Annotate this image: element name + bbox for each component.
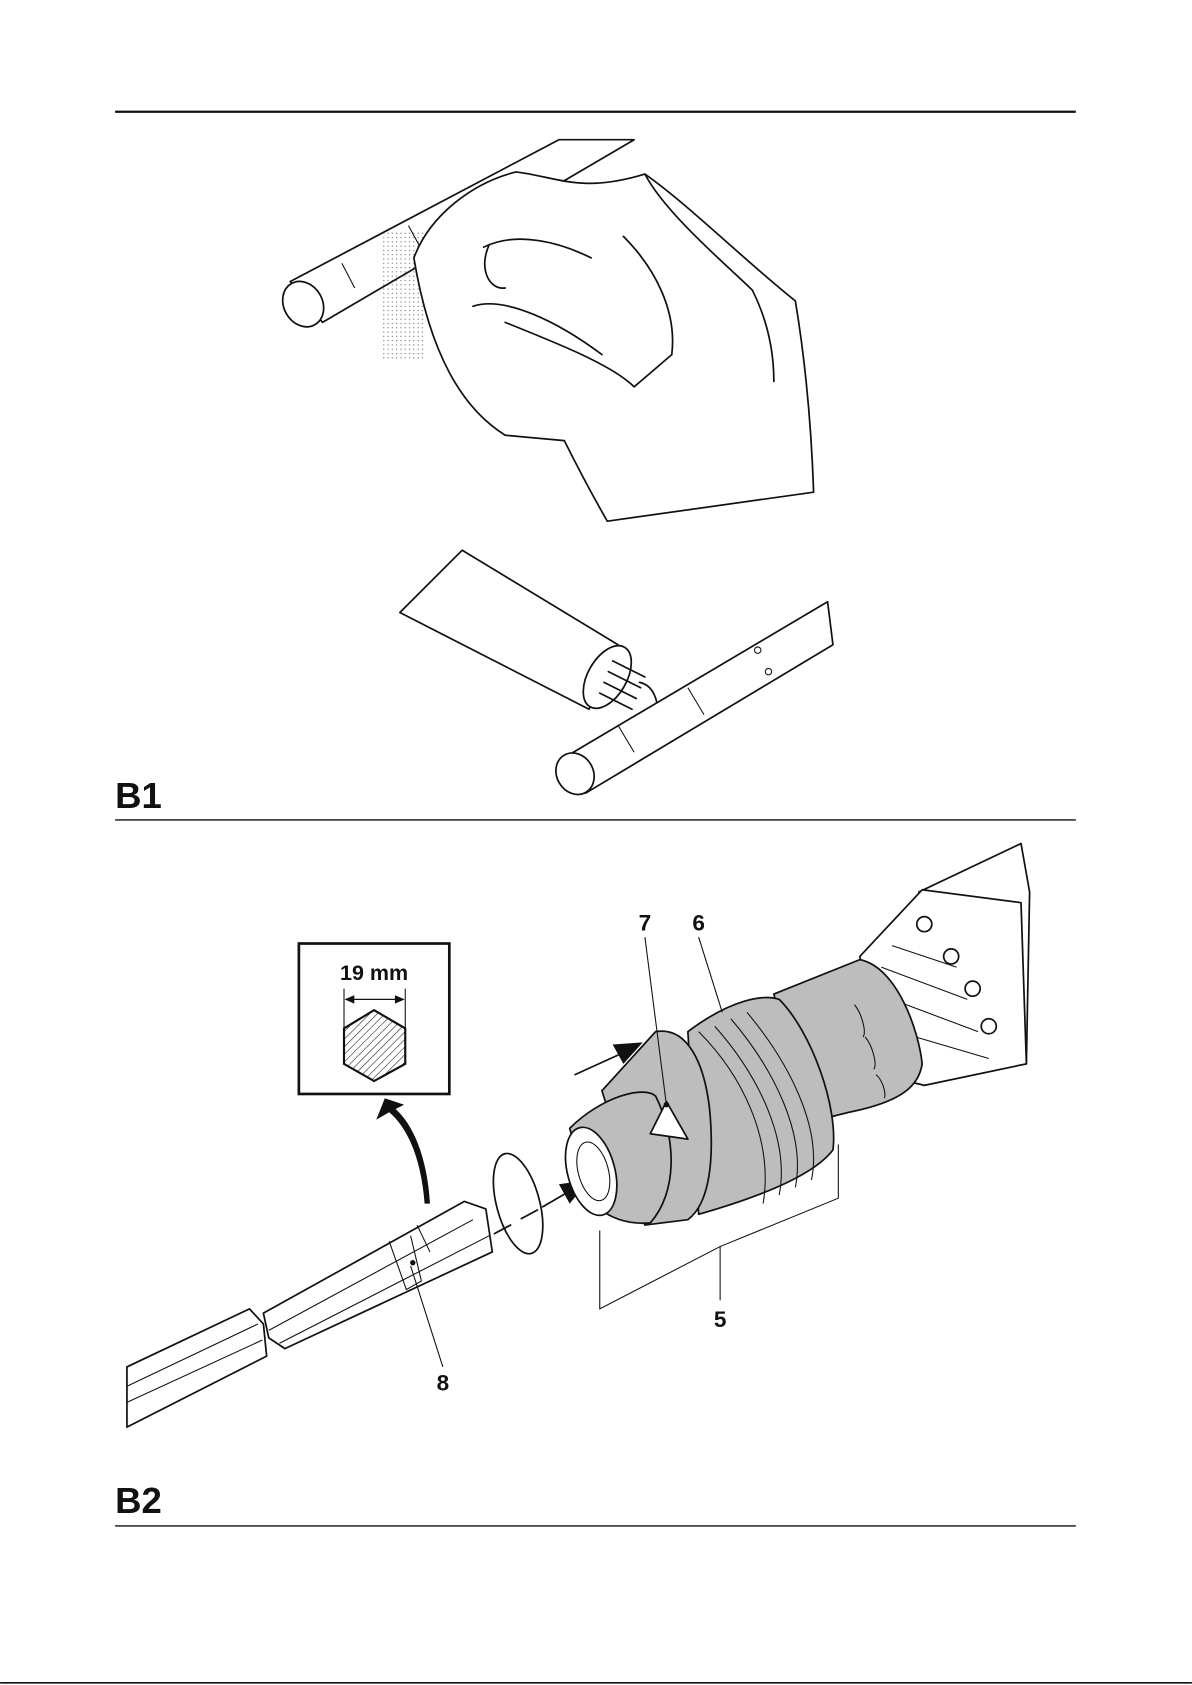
hex-insert-tool: [126, 1200, 494, 1428]
figure-label-b1: B1: [115, 775, 162, 816]
callout-5: 5: [714, 1307, 727, 1332]
hex-size-label: 19 mm: [340, 961, 408, 985]
dimension-arrow-icon: [344, 995, 405, 1004]
callout-8: 8: [437, 1371, 450, 1396]
hand-with-cloth: [412, 171, 815, 523]
curved-arrow-icon: [376, 1098, 430, 1204]
callout-lines: [410, 936, 839, 1368]
figure-label-b2: B2: [115, 1480, 162, 1521]
sealing-ring: [492, 1152, 544, 1255]
callout-7: 7: [639, 911, 652, 936]
tool-holder-chuck: [564, 958, 924, 1226]
hex-dimension-inset: 19 mm: [297, 942, 451, 1096]
grease-tube-illustration: [399, 549, 659, 743]
hex-rod-lubricated: [555, 600, 834, 796]
callout-6: 6: [692, 911, 705, 936]
